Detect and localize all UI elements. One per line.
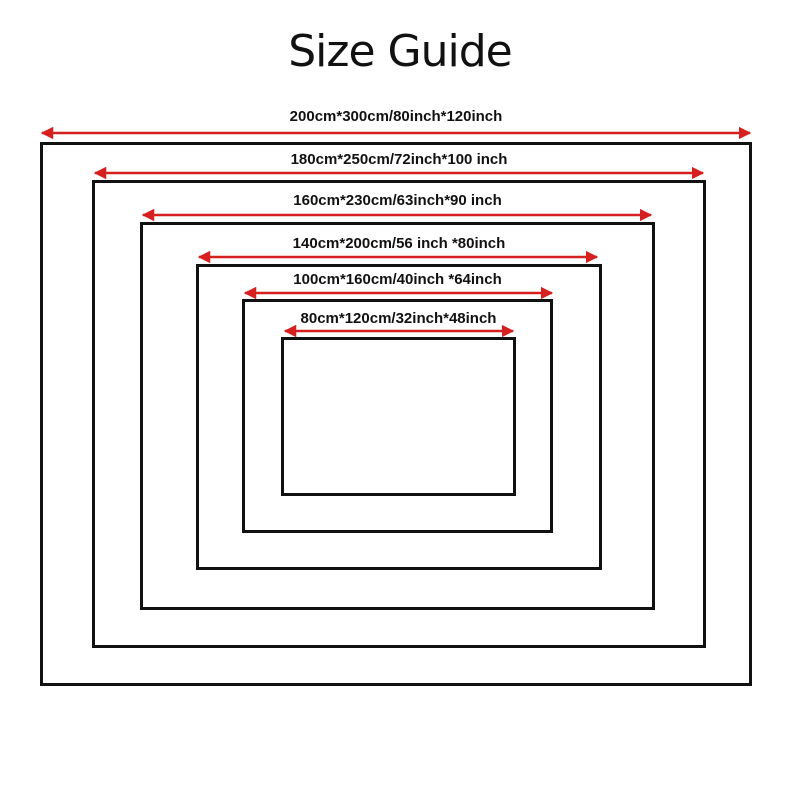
size-frame-160x230: [140, 222, 655, 610]
size-label-80x120: 80cm*120cm/32inch*48inch: [300, 310, 497, 327]
size-label-140x200: 140cm*200cm/56 inch *80inch: [292, 235, 506, 252]
size-label-180x250: 180cm*250cm/72inch*100 inch: [290, 151, 508, 168]
size-label-160x230: 160cm*230cm/63inch*90 inch: [293, 192, 502, 209]
page-title: Size Guide: [288, 26, 513, 77]
size-label-200x300: 200cm*300cm/80inch*120inch: [289, 108, 503, 125]
size-frame-180x250: [92, 180, 706, 648]
size-label-100x160: 100cm*160cm/40inch *64inch: [293, 271, 502, 288]
size-frame-100x160: [242, 299, 553, 533]
size-frame-140x200: [196, 264, 602, 570]
size-frame-200x300: [40, 142, 752, 686]
size-frame-80x120: [281, 337, 516, 496]
